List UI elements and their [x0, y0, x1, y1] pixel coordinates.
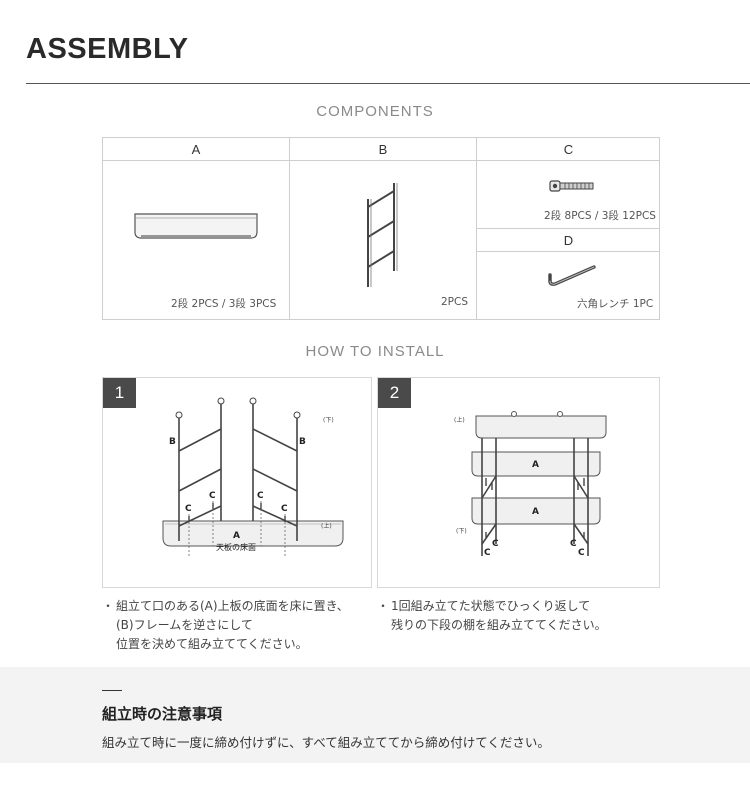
caution-divider [102, 690, 122, 691]
step-1-label-a: A [233, 531, 240, 541]
step-1-label-c: C [185, 504, 192, 514]
step-2-label-c: C [484, 548, 491, 558]
table-divider [476, 138, 477, 319]
component-c-qty: 2段 8PCS / 3段 12PCS [544, 210, 656, 222]
step-1-note-line: 位置を決めて組み立ててください。 [116, 637, 308, 651]
caution-title: 組立時の注意事項 [102, 705, 223, 723]
components-heading: COMPONENTS [316, 103, 434, 120]
step-1-label-top: (上) [321, 522, 332, 530]
caution-text: 組み立て時に一度に締め付けずに、すべて組み立ててから締め付けてください。 [102, 735, 550, 750]
component-b-qty: 2PCS [441, 296, 469, 308]
component-a-header: A [103, 138, 289, 161]
component-a-qty: 2段 2PCS / 3段 3PCS [171, 298, 277, 310]
step-2-panel: 2 A A C C C [377, 377, 660, 588]
bullet-dot: ・ [377, 599, 390, 613]
step-1-label-b-left: B [169, 437, 176, 447]
step-1-label-bottom: (下) [323, 417, 334, 424]
step-2-note-line: 1回組み立てた状態でひっくり返して [391, 599, 591, 613]
table-divider [477, 228, 660, 229]
step-2-diagram: A A C C C C (上) (下) [454, 411, 607, 558]
component-b-header: B [290, 138, 476, 161]
page-title: ASSEMBLY [26, 33, 189, 65]
component-d-qty: 六角レンチ 1PC [577, 298, 654, 310]
title-divider [26, 83, 750, 84]
component-d-header: D [477, 229, 660, 252]
shelf-board-icon [134, 213, 258, 239]
step-1-label-floor: 天板の床面 [216, 542, 256, 552]
step-1-label-c: C [257, 491, 264, 501]
step-2-label-top: (上) [454, 416, 465, 424]
component-c-header: C [477, 138, 660, 161]
step-1-note-line: 組立て口のある(A)上板の底面を床に置き、 [116, 599, 349, 613]
step-1-note: ・組立て口のある(A)上板の底面を床に置き、 (B)フレームを逆さにして 位置を… [102, 597, 349, 654]
bolt-icon [549, 180, 594, 192]
step-2-label-a: A [532, 507, 539, 517]
ladder-frame-icon [367, 183, 398, 287]
bullet-dot: ・ [102, 599, 115, 613]
step-1-diagram: B B C C C C A 天板の床面 (下) (上) [162, 397, 344, 556]
step-1-number: 1 [103, 378, 136, 408]
step-2-number: 2 [378, 378, 411, 408]
step-2-label-a: A [532, 460, 539, 470]
step-2-note: ・1回組み立てた状態でひっくり返して 残りの下段の棚を組み立ててください。 [377, 597, 607, 635]
components-table: A 2段 2PCS / 3段 3PCS B 2PCS C [102, 137, 660, 320]
step-2-label-c: C [578, 548, 585, 558]
step-1-panel: 1 [102, 377, 372, 588]
caution-panel [0, 667, 750, 763]
step-1-label-c: C [209, 491, 216, 501]
step-2-note-line: 残りの下段の棚を組み立ててください。 [391, 618, 607, 632]
step-1-note-line: (B)フレームを逆さにして [116, 618, 253, 632]
step-2-label-c: C [492, 539, 499, 549]
step-1-label-c: C [281, 504, 288, 514]
step-2-label-c: C [570, 539, 577, 549]
step-1-label-b-right: B [299, 437, 306, 447]
hex-wrench-icon [548, 265, 596, 286]
step-2-label-bottom: (下) [456, 528, 467, 535]
install-heading: HOW TO INSTALL [305, 343, 445, 360]
table-divider [289, 138, 290, 319]
